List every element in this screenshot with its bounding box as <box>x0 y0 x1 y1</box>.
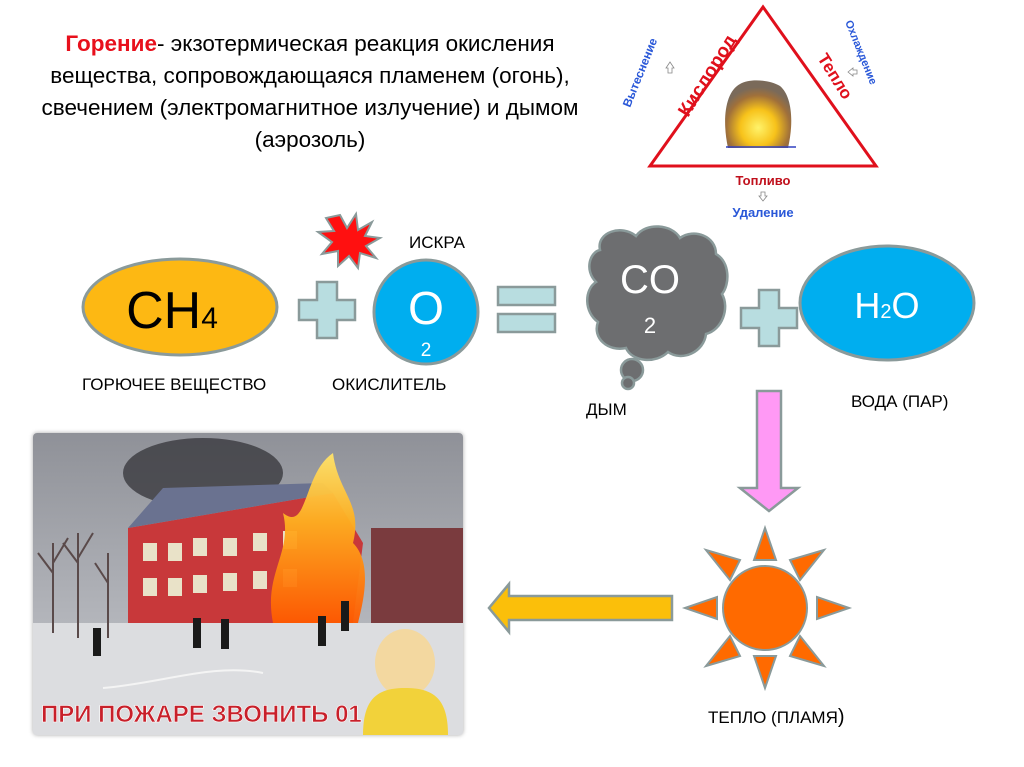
definition-term: Горение <box>65 31 157 56</box>
poster-fire <box>270 453 365 623</box>
smoke-formula-main: CO <box>620 258 680 302</box>
smoke-formula-sub: 2 <box>644 313 656 338</box>
arrow-up-icon <box>665 61 675 74</box>
oxidizer-circle <box>372 258 480 366</box>
fuel-formula-sub: 4 <box>201 302 218 335</box>
poster-child-head <box>375 629 435 697</box>
equals-operator-top <box>496 285 557 307</box>
poster-roof <box>128 483 333 528</box>
poster-caption: ПРИ ПОЖАРЕ ЗВОНИТЬ 01 <box>41 701 362 728</box>
flame-icon <box>725 80 792 148</box>
poster-trees <box>37 532 109 638</box>
arrow-left-yellow-icon <box>487 580 674 636</box>
spark-icon <box>315 211 384 271</box>
definition-body: - экзотермическая реакция окисления веще… <box>41 31 579 152</box>
arrow-left-icon <box>847 67 858 77</box>
side-label-fuel: Топливо <box>736 173 791 188</box>
poster-firefighters <box>93 601 349 656</box>
poster-bg-building <box>371 528 463 623</box>
smoke-label: ДЫМ <box>586 400 627 419</box>
oxidizer-formula-sub: 2 <box>421 340 432 361</box>
sun-heat-icon <box>681 524 853 692</box>
water-formula-sub: 2 <box>880 301 891 323</box>
fuel-formula-main: CH <box>126 282 201 340</box>
poster-child-body <box>363 688 448 735</box>
water-formula: H2O <box>854 285 919 326</box>
water-ellipse <box>798 244 976 362</box>
water-formula-h: H <box>854 285 880 326</box>
method-label-removal: Удаление <box>732 205 793 220</box>
arrow-down-pink-icon <box>736 389 802 513</box>
equals-operator-bottom <box>496 312 557 334</box>
arrow-down-icon <box>758 191 768 202</box>
heat-label-paren: ) <box>837 706 845 728</box>
oxidizer-formula-main: O <box>408 282 444 334</box>
poster-illustration: ПРИ ПОЖАРЕ ЗВОНИТЬ 01 <box>33 433 463 735</box>
triangle-outline <box>647 4 879 168</box>
plus-operator-icon <box>739 288 799 348</box>
water-label: ВОДА (ПАР) <box>851 392 949 411</box>
heat-label: ТЕПЛО (ПЛАМЯ) <box>708 706 845 729</box>
definition-text: Горение- экзотермическая реакция окислен… <box>40 28 580 156</box>
fuel-formula: CH4 <box>126 282 218 340</box>
heat-label-main: ТЕПЛО (ПЛАМЯ <box>708 708 838 727</box>
plus-operator-icon <box>297 280 357 340</box>
fuel-label: ГОРЮЧЕЕ ВЕЩЕСТВО <box>82 375 267 394</box>
fire-triangle-diagram: Кислород Тепло Топливо Вытеснение Охлажд… <box>620 4 879 220</box>
fire-safety-poster: ПРИ ПОЖАРЕ ЗВОНИТЬ 01 <box>33 433 463 735</box>
spark-label: ИСКРА <box>409 233 465 252</box>
fuel-ellipse <box>81 257 279 357</box>
poster-hose <box>102 669 264 689</box>
water-formula-o: O <box>892 285 920 326</box>
smoke-cloud-icon <box>586 225 729 391</box>
oxidizer-label: ОКИСЛИТЕЛЬ <box>332 375 447 394</box>
